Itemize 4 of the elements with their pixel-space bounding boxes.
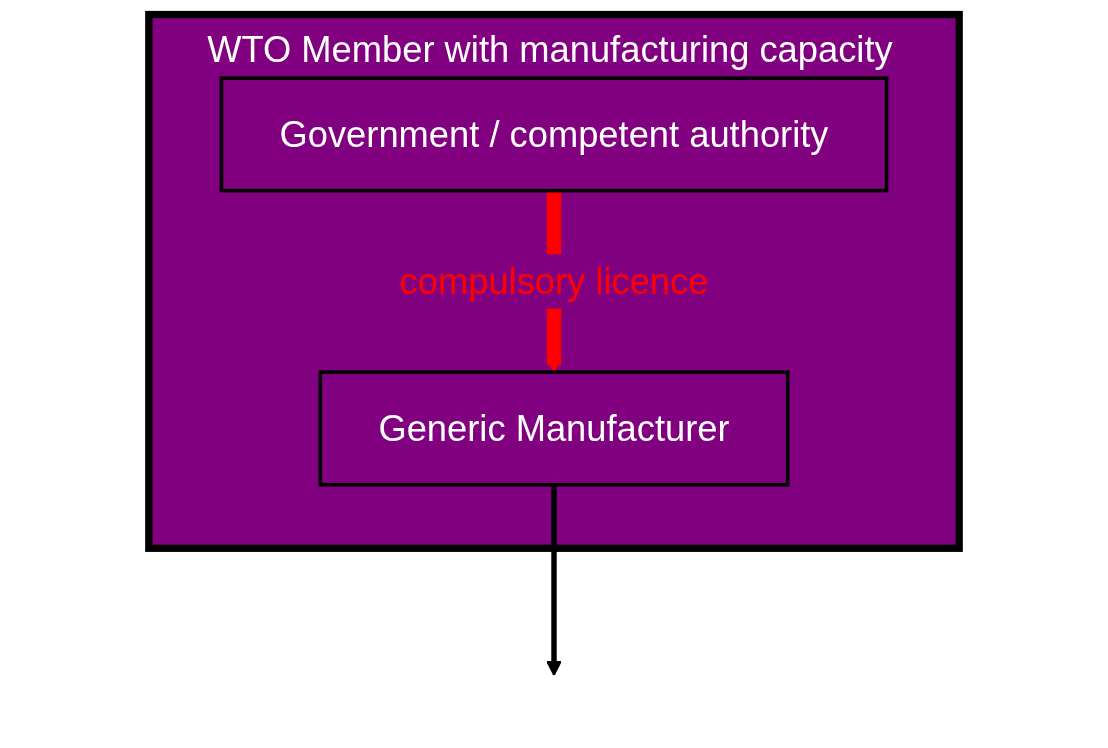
edge-label: compulsory licence: [399, 261, 709, 302]
node-box: Government / competent authority: [219, 76, 889, 193]
arrow: [546, 484, 562, 677]
node-box: Generic Manufacturer: [318, 370, 790, 487]
